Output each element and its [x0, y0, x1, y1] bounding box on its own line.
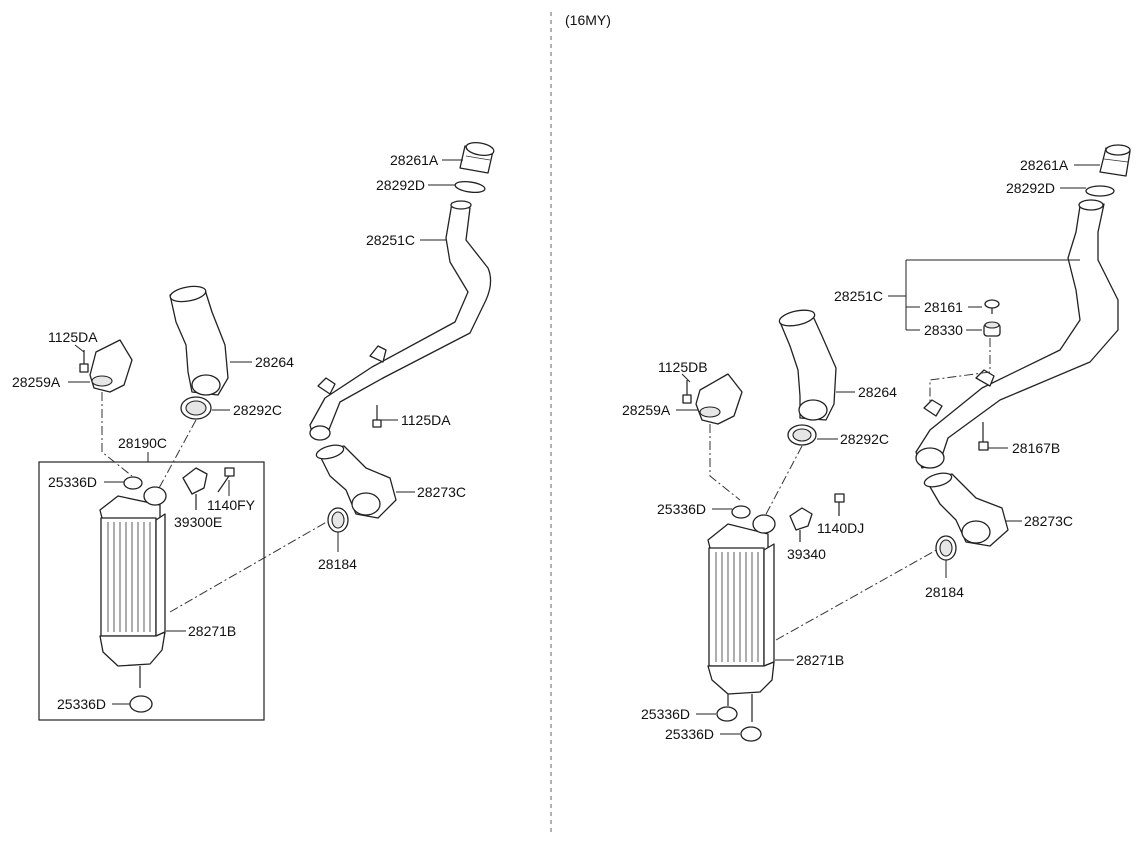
part-28259A-right[interactable]	[695, 373, 743, 425]
label-28264: 28264	[255, 354, 294, 370]
part-1140DJ[interactable]	[834, 493, 845, 516]
label-25336D-a: 25336D	[641, 706, 690, 722]
part-28261A-right[interactable]	[1099, 144, 1131, 177]
part-28161[interactable]	[984, 299, 1000, 314]
group-box-28190C	[38, 461, 265, 721]
label-25336D-top: 25336D	[48, 474, 97, 490]
part-28271B[interactable]	[99, 486, 167, 688]
label-28271B: 28271B	[188, 623, 236, 639]
part-28271B-right[interactable]	[707, 514, 776, 722]
part-28251C[interactable]	[309, 200, 492, 441]
label-28184-right: 28184	[925, 584, 964, 600]
label-28261A: 28261A	[390, 152, 439, 168]
part-28273C-right[interactable]	[923, 471, 1009, 547]
part-28167B[interactable]	[978, 422, 989, 451]
right-assembly: 28261A 28292D 28251C 28161 283	[622, 144, 1131, 742]
part-1140FY[interactable]	[217, 467, 235, 493]
label-28261A-right: 28261A	[1020, 157, 1069, 173]
label-28184: 28184	[318, 556, 357, 572]
label-39340: 39340	[787, 546, 826, 562]
label-28330: 28330	[924, 322, 963, 338]
part-28259A[interactable]	[89, 339, 133, 393]
label-1140DJ: 1140DJ	[817, 520, 864, 536]
part-1125DB[interactable]	[682, 380, 692, 404]
label-39300E: 39300E	[174, 514, 222, 530]
part-25336D-b[interactable]	[740, 726, 762, 742]
part-28184-right[interactable]	[935, 535, 957, 561]
label-28161: 28161	[924, 299, 963, 315]
part-25336D-top[interactable]	[123, 476, 143, 490]
part-28251C-right[interactable]	[915, 199, 1119, 469]
label-28292C: 28292C	[233, 402, 282, 418]
part-28292C-right[interactable]	[787, 424, 817, 446]
part-28264-right[interactable]	[778, 307, 837, 421]
label-28251C: 28251C	[366, 232, 415, 248]
part-28330[interactable]	[983, 321, 1001, 337]
part-28292D[interactable]	[454, 180, 486, 194]
part-1125DA-top-bolt[interactable]	[79, 350, 89, 373]
label-28251C-right: 28251C	[834, 288, 883, 304]
label-1125DA-top: 1125DA	[48, 329, 98, 345]
part-28273C[interactable]	[315, 443, 397, 519]
label-25336D-bottom: 25336D	[57, 696, 106, 712]
part-28264[interactable]	[169, 284, 229, 396]
part-25336D-bottom[interactable]	[129, 695, 153, 713]
label-1125DB: 1125DB	[658, 359, 708, 375]
label-28167B: 28167B	[1012, 440, 1060, 456]
part-28292C[interactable]	[180, 396, 212, 420]
label-28292D-right: 28292D	[1006, 180, 1055, 196]
label-1125DA-bracket: 1125DA	[401, 412, 451, 428]
part-39340[interactable]	[789, 507, 813, 542]
label-28259A-right: 28259A	[622, 402, 671, 418]
label-28273C: 28273C	[417, 484, 466, 500]
part-28261A[interactable]	[459, 141, 495, 174]
left-assembly: 28261A 28292D 28251C 1125DA	[12, 141, 495, 721]
label-28292C-right: 28292C	[840, 431, 889, 447]
variant-label: (16MY)	[565, 12, 611, 28]
label-1140FY: 1140FY	[207, 497, 256, 513]
part-1125DA-bracket-bolt[interactable]	[372, 405, 382, 428]
part-25336D-a[interactable]	[716, 706, 738, 722]
label-28259A: 28259A	[12, 374, 61, 390]
label-28190C: 28190C	[118, 435, 167, 451]
part-25336D-top-right[interactable]	[731, 505, 751, 519]
label-28271B-right: 28271B	[796, 652, 844, 668]
part-39300E[interactable]	[182, 467, 208, 510]
label-28292D: 28292D	[376, 177, 425, 193]
part-28292D-right[interactable]	[1085, 185, 1115, 197]
label-25336D-b: 25336D	[665, 726, 714, 742]
label-28273C-right: 28273C	[1024, 513, 1073, 529]
label-25336D-top-right: 25336D	[657, 501, 706, 517]
part-28184[interactable]	[327, 507, 349, 533]
label-28264-right: 28264	[858, 384, 897, 400]
